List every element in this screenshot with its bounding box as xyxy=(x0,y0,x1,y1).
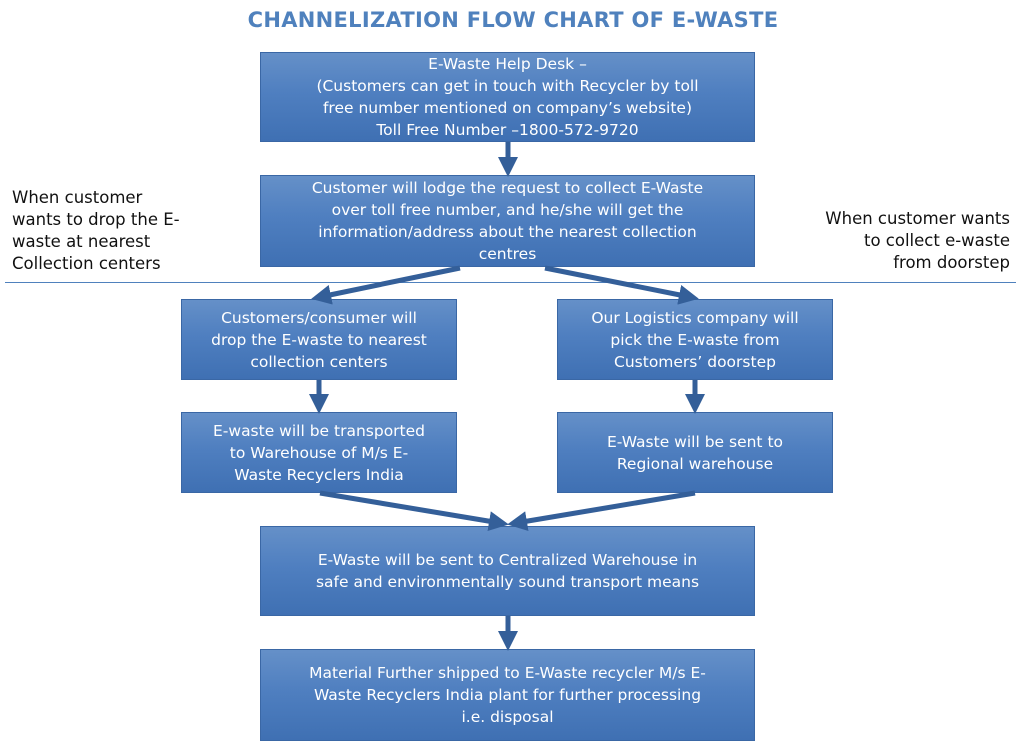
step-regional-warehouse: E-Waste will be sent to Regional warehou… xyxy=(557,412,833,493)
step-recycler-plant: Material Further shipped to E-Waste recy… xyxy=(260,649,755,741)
left-branch-label: When customer wants to drop the E- waste… xyxy=(12,188,180,273)
step-transport-warehouse: E-waste will be transported to Warehouse… xyxy=(181,412,457,493)
step-lodge-request: Customer will lodge the request to colle… xyxy=(260,175,755,267)
step-pickup: Our Logistics company will pick the E-wa… xyxy=(557,299,833,380)
step-help-desk: E-Waste Help Desk – (Customers can get i… xyxy=(260,52,755,142)
step-drop-off: Customers/consumer will drop the E-waste… xyxy=(181,299,457,380)
arrow-transport-to-central xyxy=(319,490,509,532)
step-centralized-warehouse: E-Waste will be sent to Centralized Ware… xyxy=(260,526,755,616)
arrow-request-to-dropoff xyxy=(311,265,461,305)
arrow-regional-to-central xyxy=(507,490,696,532)
diagram-title: CHANNELIZATION FLOW CHART OF E-WASTE xyxy=(247,8,779,32)
branch-divider-line xyxy=(5,282,1016,283)
right-branch-label: When customer wants to collect e-waste f… xyxy=(825,209,1010,272)
arrow-request-to-pickup xyxy=(544,265,699,305)
